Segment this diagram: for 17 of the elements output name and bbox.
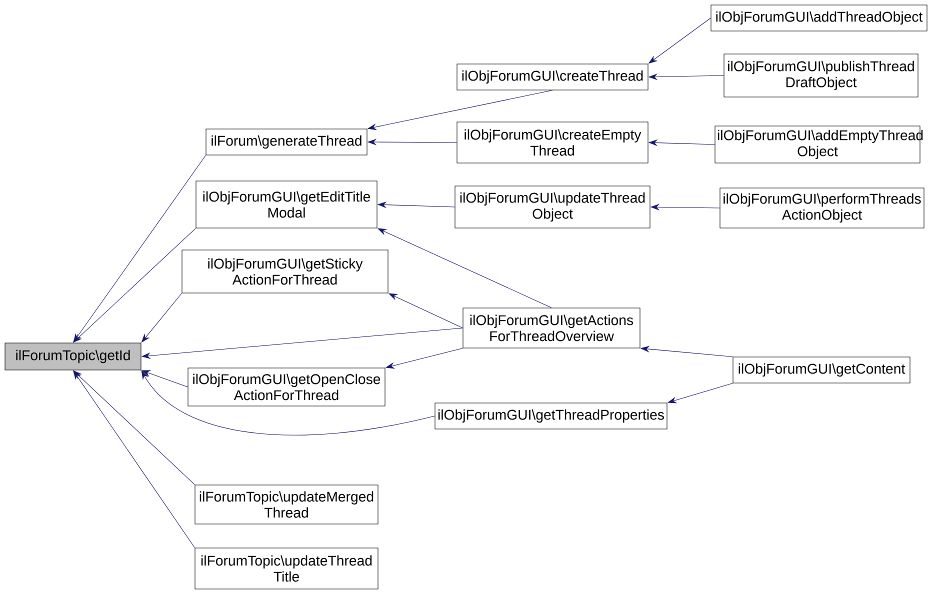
function-box: ilObjForumGUI\getThreadProperties bbox=[434, 402, 668, 430]
function-box: ilObjForumGUI\getContent bbox=[732, 356, 910, 384]
function-box: ilObjForumGUI\createEmpty Thread bbox=[456, 122, 648, 164]
function-box: ilObjForumGUI\updateThread Object bbox=[454, 186, 650, 228]
function-box: ilObjForumGUI\getEditTitle Modal bbox=[196, 180, 378, 228]
function-box: ilForum\generateThread bbox=[206, 128, 368, 156]
function-box: ilObjForumGUI\getOpenClose ActionForThread bbox=[188, 368, 386, 406]
function-box: ilObjForumGUI\getActions ForThreadOverview bbox=[462, 308, 640, 348]
function-box: ilObjForumGUI\createThread bbox=[456, 64, 648, 90]
function-box: ilForumTopic\getId bbox=[4, 342, 142, 370]
function-box: ilObjForumGUI\getSticky ActionForThread bbox=[182, 250, 388, 294]
function-box: ilForumTopic\updateMerged Thread bbox=[194, 484, 378, 524]
function-box: ilObjForumGUI\addEmptyThread Object bbox=[714, 126, 923, 164]
function-box: ilObjForumGUI\performThreads ActionObject bbox=[720, 188, 924, 228]
function-box: ilObjForumGUI\addThreadObject bbox=[710, 4, 928, 32]
function-box: ilForumTopic\updateThread Title bbox=[194, 548, 378, 590]
function-box: ilObjForumGUI\publishThread DraftObject bbox=[724, 54, 918, 98]
